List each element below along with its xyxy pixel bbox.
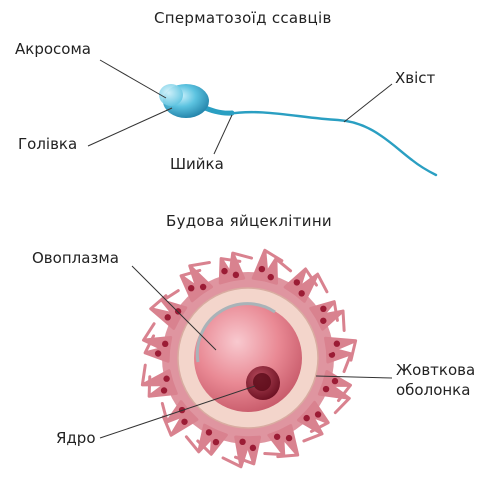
label-tail: Хвіст — [395, 69, 435, 87]
label-neck: Шийка — [170, 155, 224, 173]
follicle-nucleus — [303, 415, 309, 421]
follicle-nucleus — [233, 272, 239, 278]
label-nucleus: Ядро — [56, 429, 96, 447]
follicle-nucleus — [155, 350, 161, 356]
follicle-nucleus — [181, 419, 187, 425]
follicle-nucleus — [334, 341, 340, 347]
follicle-nucleus — [315, 411, 321, 417]
follicle-nucleus — [250, 445, 256, 451]
label-head: Голівка — [18, 135, 77, 153]
follicle-nucleus — [294, 279, 300, 285]
follicle-nucleus — [274, 434, 280, 440]
egg-nucleolus — [253, 373, 271, 391]
leader-head — [88, 108, 172, 146]
follicle-nucleus — [298, 290, 304, 296]
sperm-acrosome — [159, 84, 183, 106]
follicle-nucleus — [175, 308, 181, 314]
follicle-nucleus — [206, 429, 212, 435]
label-yolk-membrane-line1: Жовткова — [396, 361, 475, 379]
leader-tail — [344, 84, 392, 122]
follicle-nucleus — [323, 386, 329, 392]
label-yolk-membrane-line2: оболонка — [396, 381, 470, 399]
label-ooplasm: Овоплазма — [32, 249, 119, 267]
follicle-nucleus — [163, 376, 169, 382]
follicle-nucleus — [161, 387, 167, 393]
sperm-tail — [228, 112, 436, 175]
sperm-title: Сперматозоїд ссавців — [154, 9, 332, 27]
follicle-nucleus — [221, 268, 227, 274]
follicle-nucleus — [213, 439, 219, 445]
follicle-nucleus — [239, 439, 245, 445]
leader-acrosome — [100, 60, 166, 98]
leader-neck — [214, 115, 232, 154]
follicle-nucleus — [332, 378, 338, 384]
egg-illustration — [142, 250, 355, 466]
follicle-nucleus — [320, 306, 326, 312]
follicle-nucleus — [200, 284, 206, 290]
sperm-leader-lines — [88, 60, 392, 154]
label-acrosome: Акросома — [15, 40, 91, 58]
follicle-nucleus — [259, 266, 265, 272]
follicle-nucleus — [188, 285, 194, 291]
follicle-nucleus — [268, 274, 274, 280]
follicle-nucleus — [162, 341, 168, 347]
follicle-nucleus — [286, 435, 292, 441]
follicle-nucleus — [165, 314, 171, 320]
egg-title: Будова яйцеклітини — [166, 212, 332, 230]
follicle-nucleus — [320, 318, 326, 324]
